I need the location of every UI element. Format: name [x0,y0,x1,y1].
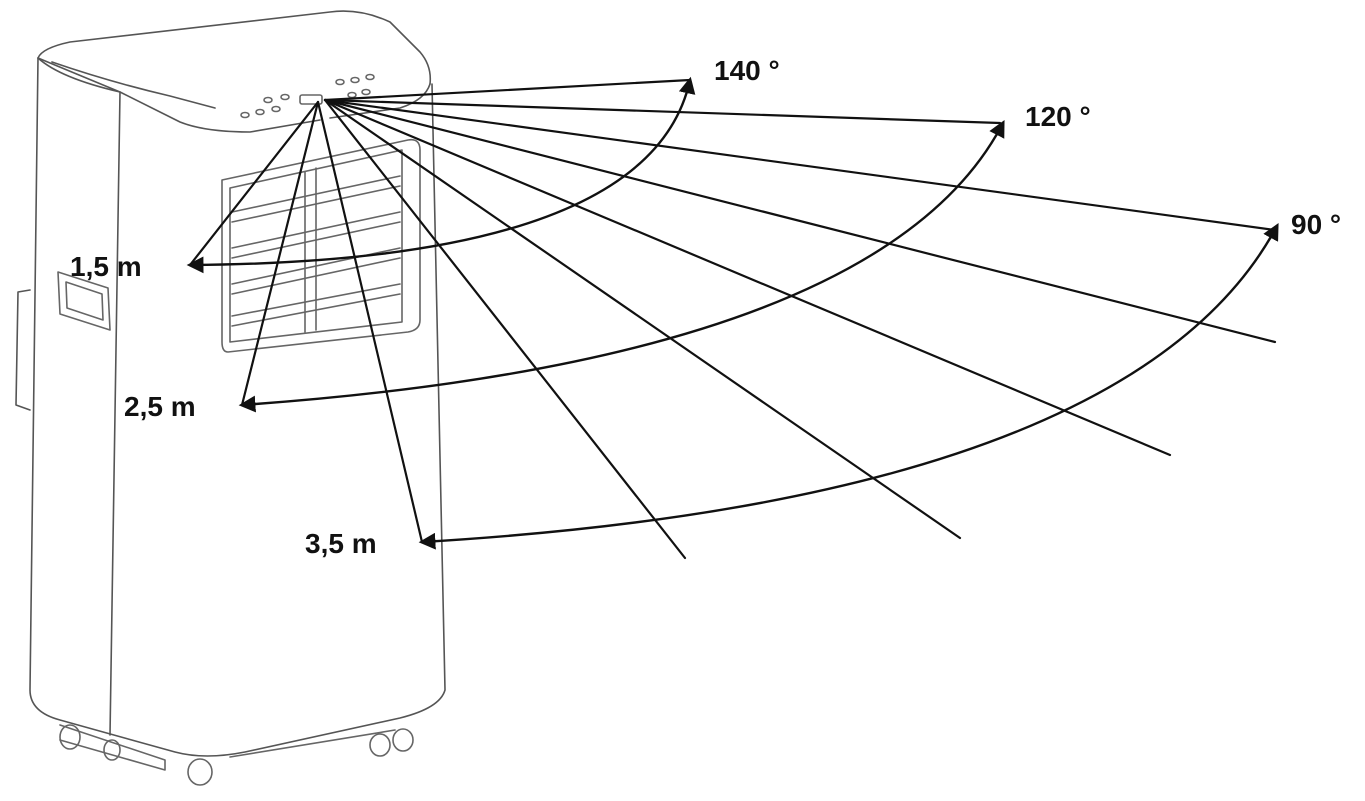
ray [323,98,1002,125]
rear-panel [15,289,31,411]
ray [323,98,1172,457]
angle-label-90: 90 ° [1291,209,1341,240]
angle-labels: 140 ° 120 ° 90 ° [714,55,1341,240]
ray [323,98,1277,232]
ray [323,98,687,560]
angle-label-140: 140 ° [714,55,780,86]
distance-label-2-5m: 2,5 m [124,391,196,422]
side-handle [57,271,111,331]
ray [188,100,320,267]
air-conditioner-unit [15,10,446,786]
range-arcs [186,76,1279,550]
ray [323,78,692,102]
angle-label-120: 120 ° [1025,101,1091,132]
distance-labels: 1,5 m 2,5 m 3,5 m [70,251,377,559]
ray [323,98,1277,344]
casters [59,724,414,786]
ray [316,100,424,544]
arc-1-5m [186,76,696,274]
distance-label-1-5m: 1,5 m [70,251,142,282]
distance-label-3-5m: 3,5 m [305,528,377,559]
unit-body [29,57,446,757]
unit-top-lid [37,10,432,85]
arc-3-5m [418,223,1279,550]
air-louvre [221,138,421,353]
